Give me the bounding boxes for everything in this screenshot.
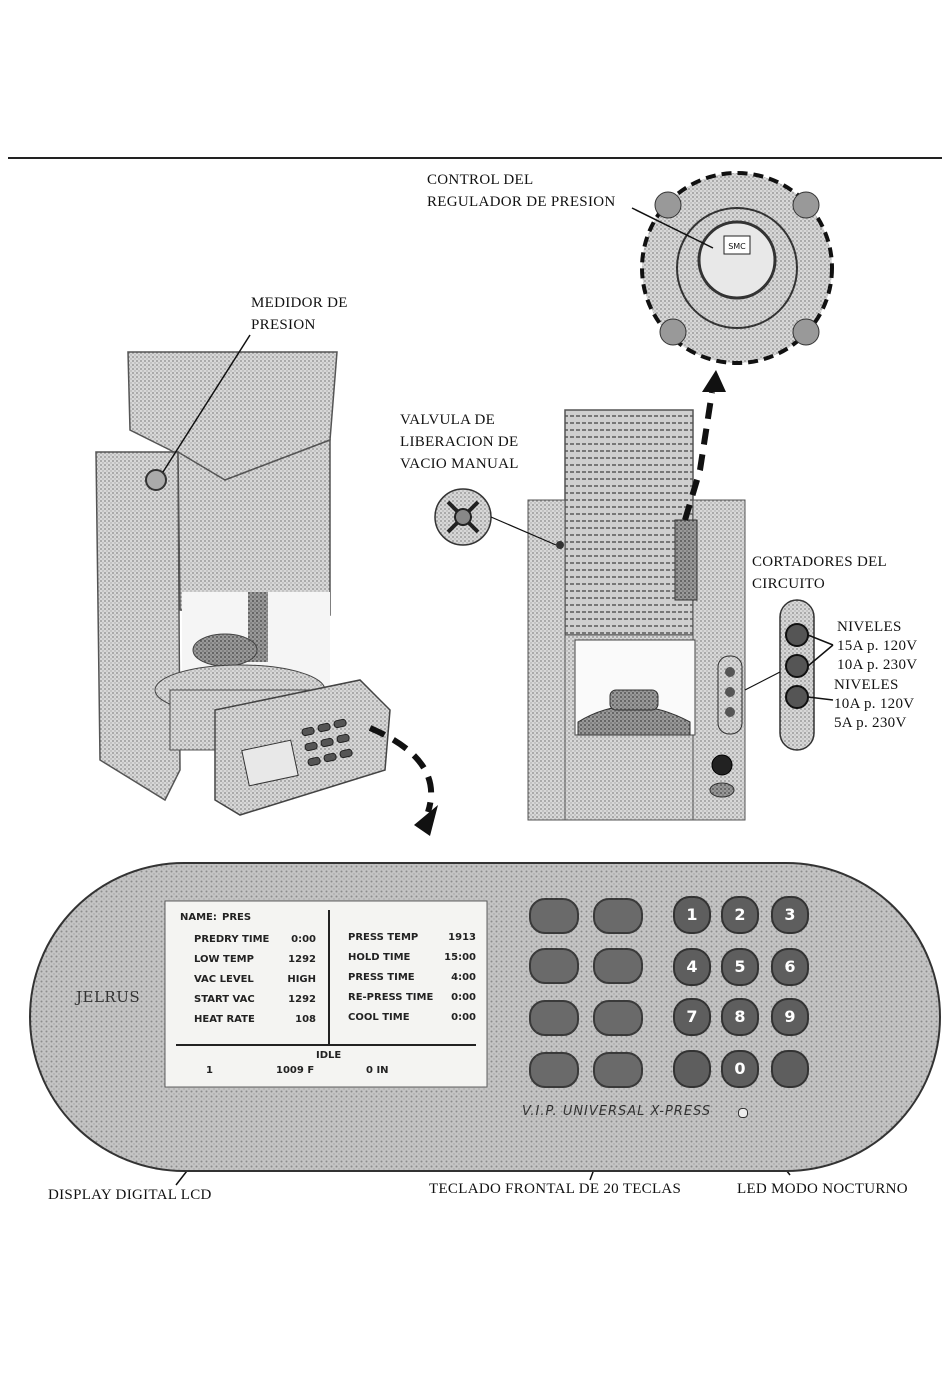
- lcd-temperature: 1009 F: [276, 1065, 315, 1076]
- lcd-param-value: 4:00: [451, 972, 476, 983]
- dashed-arrow-panel: [368, 725, 435, 813]
- digit-key-2[interactable]: 2: [721, 896, 759, 934]
- function-key[interactable]: [593, 948, 643, 984]
- lcd-program-number: 1: [206, 1065, 213, 1076]
- label-levels-lower: NIVELES 10A p. 120V 5A p. 230V: [834, 677, 915, 731]
- label-levels-upper: NIVELES 15A p. 120V 10A p. 230V: [837, 619, 918, 673]
- lcd-param-label: HEAT RATE: [194, 1014, 255, 1025]
- lcd-param-value: 0:00: [451, 992, 476, 1003]
- breaker-detail: [744, 599, 834, 751]
- label-pressure-gauge: MEDIDOR DE PRESION: [251, 295, 348, 333]
- lcd-param-label: HOLD TIME: [348, 952, 411, 963]
- digit-key-7[interactable]: 7: [673, 998, 711, 1036]
- lcd-param-value: 1292: [288, 994, 316, 1005]
- digit-key-3[interactable]: 3: [771, 896, 809, 934]
- regulator-detail: SMC: [640, 171, 834, 365]
- digit-key-6[interactable]: 6: [771, 948, 809, 986]
- regulator-badge: SMC: [728, 242, 746, 251]
- lcd-param-label: LOW TEMP: [194, 954, 254, 965]
- label-lcd-display: DISPLAY DIGITAL LCD: [48, 1187, 212, 1203]
- function-key[interactable]: [529, 1052, 579, 1088]
- function-key[interactable]: [529, 1000, 579, 1036]
- lcd-param-label: PRESS TIME: [348, 972, 415, 983]
- furnace-right: [527, 409, 746, 821]
- digit-key-8[interactable]: 8: [721, 998, 759, 1036]
- night-mode-led: [738, 1108, 748, 1118]
- brand-logo: JELRUS: [76, 988, 141, 1006]
- lcd-divider-vertical: [328, 910, 330, 1045]
- function-key[interactable]: [673, 1050, 711, 1088]
- lcd-vacuum: 0 IN: [366, 1065, 389, 1076]
- power-key[interactable]: [593, 1052, 643, 1088]
- horizontal-rule: [8, 157, 942, 159]
- function-key[interactable]: [771, 1050, 809, 1088]
- label-keypad: TECLADO FRONTAL DE 20 TECLAS: [429, 1181, 682, 1197]
- lcd-screen: NAME: PRES PREDRY TIME 0:00 LOW TEMP 129…: [166, 902, 486, 1086]
- lcd-param-label: PRESS TEMP: [348, 932, 419, 943]
- digit-key-1[interactable]: 1: [673, 896, 711, 934]
- label-pressure-regulator: CONTROL DEL REGULADOR DE PRESION: [427, 172, 616, 210]
- function-key[interactable]: [529, 948, 579, 984]
- lcd-param-value: 108: [295, 1014, 316, 1025]
- lcd-param-value: 1913: [448, 932, 476, 943]
- label-night-led: LED MODO NOCTURNO: [737, 1181, 908, 1197]
- dashed-arrow-regulator: [682, 391, 715, 521]
- label-vacuum-valve: VALVULA DE LIBERACION DE VACIO MANUAL: [400, 412, 519, 472]
- lcd-param-label: PREDRY TIME: [194, 934, 270, 945]
- furnace-left: [95, 351, 391, 816]
- digit-key-5[interactable]: 5: [721, 948, 759, 986]
- function-key[interactable]: [593, 898, 643, 934]
- digit-key-0[interactable]: 0: [721, 1050, 759, 1088]
- function-key[interactable]: [529, 898, 579, 934]
- lcd-param-value: 15:00: [444, 952, 476, 963]
- model-name: V.I.P. UNIVERSAL X-PRESS: [522, 1104, 712, 1119]
- lcd-param-label: VAC LEVEL: [194, 974, 254, 985]
- lcd-param-value: HIGH: [287, 974, 316, 985]
- lcd-param-label: RE-PRESS TIME: [348, 992, 434, 1003]
- lcd-status: IDLE: [316, 1050, 342, 1061]
- digit-key-9[interactable]: 9: [771, 998, 809, 1036]
- lcd-param-label: COOL TIME: [348, 1012, 410, 1023]
- digit-key-4[interactable]: 4: [673, 948, 711, 986]
- lcd-divider-horizontal: [176, 1044, 476, 1046]
- lcd-name-value: PRES: [222, 912, 252, 923]
- valve-detail: [434, 488, 557, 546]
- lcd-param-label: START VAC: [194, 994, 255, 1005]
- lcd-param-value: 0:00: [451, 1012, 476, 1023]
- label-circuit-breakers: CORTADORES DEL CIRCUITO: [752, 554, 888, 592]
- lcd-param-value: 0:00: [291, 934, 316, 945]
- lcd-name-label: NAME:: [180, 912, 217, 923]
- lcd-param-value: 1292: [288, 954, 316, 965]
- function-key[interactable]: [593, 1000, 643, 1036]
